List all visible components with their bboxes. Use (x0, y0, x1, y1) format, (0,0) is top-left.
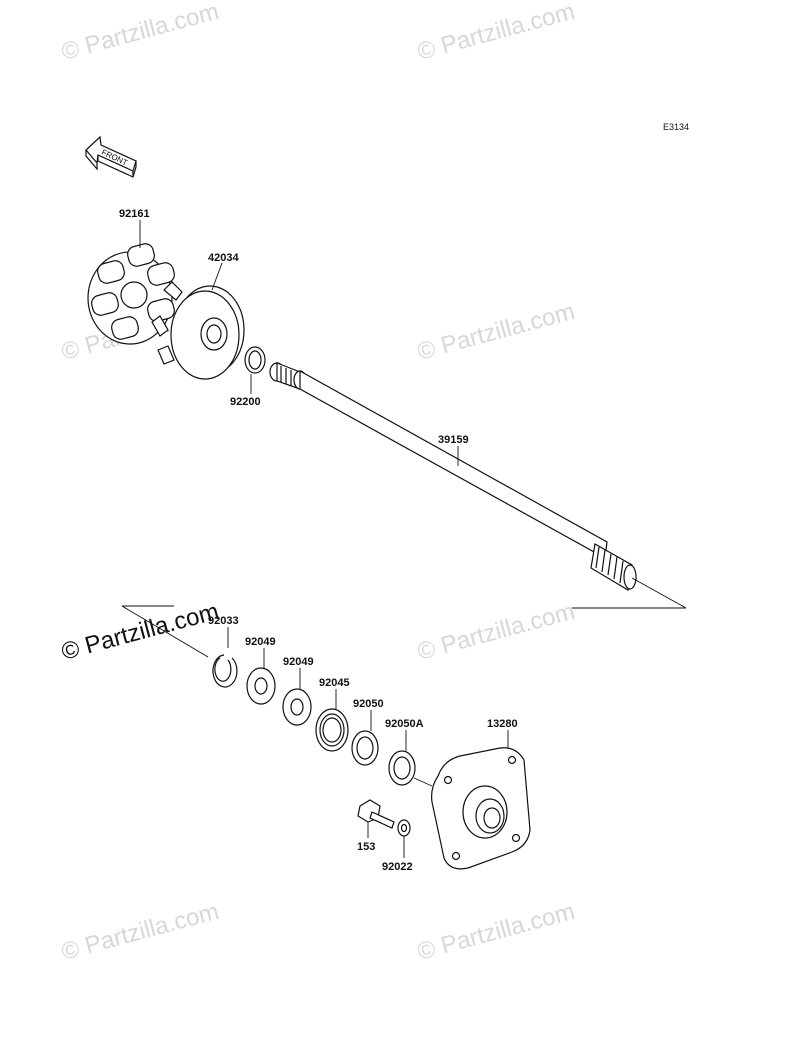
part-label-92033: 92033 (208, 615, 239, 627)
bolt-153 (357, 799, 395, 829)
part-label-13280: 13280 (487, 718, 518, 730)
diagram-code: E3134 (663, 122, 689, 132)
part-label-92200: 92200 (230, 396, 261, 408)
coupling-42034 (151, 281, 245, 380)
seal-92050A (388, 750, 416, 786)
part-label-92050A: 92050A (385, 718, 424, 730)
part-label-92050: 92050 (353, 698, 384, 710)
partzilla-logo-watermark: © Partzilla.com (59, 598, 222, 666)
part-label-92045: 92045 (319, 677, 350, 689)
front-arrow-icon: FRONT (85, 135, 137, 178)
washer-92022 (397, 819, 411, 837)
part-label-92049-a: 92049 (245, 636, 276, 648)
plate-13280 (431, 747, 531, 870)
part-label-39159: 39159 (438, 434, 469, 446)
washer-92049-a (246, 667, 276, 705)
part-label-92049-b: 92049 (283, 656, 314, 668)
watermark: © Partzilla.com (415, 598, 578, 666)
rubber-damper-92161 (87, 243, 175, 345)
part-label-92161: 92161 (119, 208, 150, 220)
leader-lines (121, 220, 687, 858)
watermark: © Partzilla.com (415, 898, 578, 966)
washer-92200 (244, 346, 266, 374)
part-label-92022: 92022 (382, 861, 413, 873)
watermark: © Partzilla.com (59, 898, 222, 966)
bearing-92045 (315, 708, 349, 752)
watermark: © Partzilla.com (59, 0, 222, 66)
circlip-92033 (212, 654, 238, 688)
washer-92049-b (282, 688, 312, 726)
watermark: © Partzilla.com (415, 298, 578, 366)
watermark: © Partzilla.com (415, 0, 578, 66)
part-label-153: 153 (357, 841, 375, 853)
part-label-42034: 42034 (208, 252, 239, 264)
drive-shaft-39159 (269, 362, 637, 591)
seal-92050 (351, 730, 379, 766)
